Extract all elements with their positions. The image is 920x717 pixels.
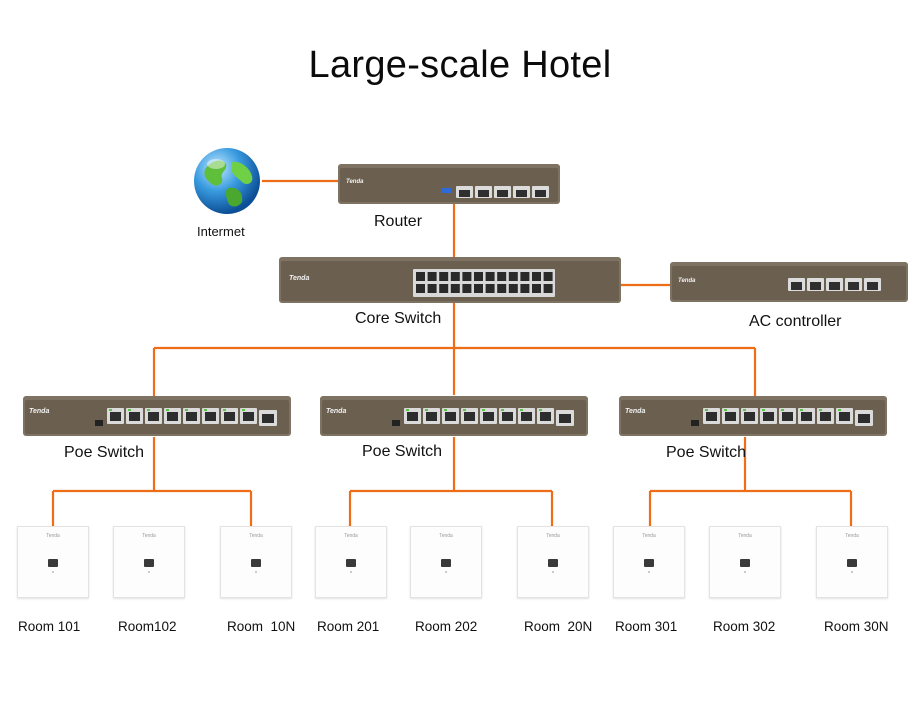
room-label: Room102 xyxy=(118,619,177,634)
wall-ap-room-201: Tenda xyxy=(315,526,387,598)
poe-switch-3-device: Tenda xyxy=(619,396,887,438)
ap-brand: Tenda xyxy=(845,533,859,539)
poe-switch-brand: Tenda xyxy=(326,408,346,415)
poe-switch-brand: Tenda xyxy=(625,408,645,415)
core-switch-brand: Tenda xyxy=(289,275,309,282)
poe-switch-3-label: Poe Switch xyxy=(666,444,747,461)
core-switch-device: Tenda xyxy=(279,257,621,305)
wall-ap-room-302: Tenda xyxy=(709,526,781,598)
ac-controller-device: Tenda xyxy=(670,262,908,304)
ap-brand: Tenda xyxy=(344,533,358,539)
wall-ap-room-202: Tenda xyxy=(410,526,482,598)
wall-ap-room-301: Tenda xyxy=(613,526,685,598)
ap-brand: Tenda xyxy=(439,533,453,539)
poe-switch-1-device: Tenda xyxy=(23,396,291,438)
room-label: Room 101 xyxy=(18,619,81,634)
router-label: Router xyxy=(374,213,423,230)
ac-controller-label: AC controller xyxy=(749,313,842,330)
ap-brand: Tenda xyxy=(738,533,752,539)
poe-switch-1-label: Poe Switch xyxy=(64,444,145,461)
poe-switch-2-label: Poe Switch xyxy=(362,443,443,460)
poe-switch-brand: Tenda xyxy=(29,408,49,415)
ap-brand: Tenda xyxy=(642,533,656,539)
core-switch-label: Core Switch xyxy=(355,310,442,327)
room-label: Room 20N xyxy=(524,619,593,634)
wall-ap-room-20n: Tenda xyxy=(517,526,589,598)
wall-ap-room-101: Tenda xyxy=(17,526,89,598)
poe-switch-2-device: Tenda xyxy=(320,396,588,438)
room-label: Room 10N xyxy=(227,619,296,634)
globe-icon xyxy=(192,146,262,216)
internet-label: Intermet xyxy=(197,224,245,239)
room-label: Room 302 xyxy=(713,619,776,634)
room-label: Room 30N xyxy=(824,619,889,634)
router-brand: Tenda xyxy=(346,179,364,185)
ap-brand: Tenda xyxy=(546,533,560,539)
room-label: Room 202 xyxy=(415,619,478,634)
room-label: Room 301 xyxy=(615,619,678,634)
wall-ap-room-102: Tenda xyxy=(113,526,185,598)
ap-brand: Tenda xyxy=(142,533,156,539)
room-label: Room 201 xyxy=(317,619,380,634)
diagram-title: Large-scale Hotel xyxy=(308,44,612,86)
ap-brand: Tenda xyxy=(46,533,60,539)
wall-ap-room-10n: Tenda xyxy=(220,526,292,598)
ap-brand: Tenda xyxy=(249,533,263,539)
wall-ap-room-30n: Tenda xyxy=(816,526,888,598)
ac-controller-brand: Tenda xyxy=(678,278,696,284)
router-device: Tenda xyxy=(338,164,560,206)
